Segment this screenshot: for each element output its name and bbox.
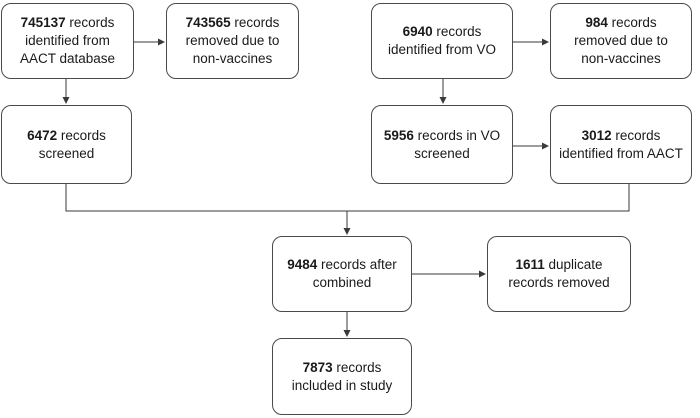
count: 6472 [27, 127, 58, 143]
count: 984 [585, 15, 608, 31]
merge-line-right [347, 184, 630, 212]
count: 745137 [20, 15, 66, 31]
count: 7873 [302, 359, 333, 375]
count: 743565 [185, 15, 231, 31]
merge-line-left [65, 184, 347, 212]
count: 5956 [383, 127, 414, 143]
count: 6940 [402, 24, 433, 40]
count: 9484 [287, 257, 318, 273]
count: 1611 [515, 257, 545, 273]
count: 3012 [581, 127, 612, 143]
